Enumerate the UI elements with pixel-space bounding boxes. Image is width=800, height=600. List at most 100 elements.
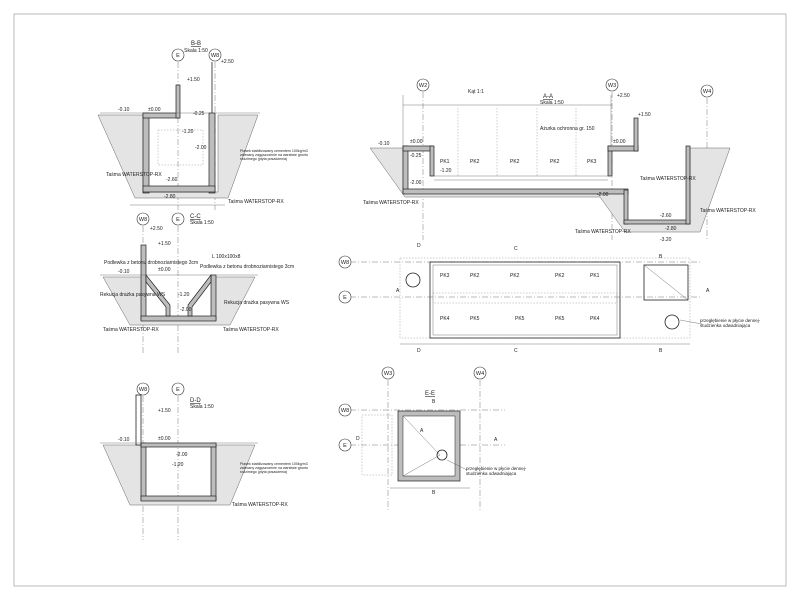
soil-note: Piasek stabilizowany cementem 100kg/m3 z… bbox=[240, 462, 309, 474]
section-marker-b: B bbox=[659, 254, 663, 260]
level-mark: -0.25 bbox=[193, 111, 205, 117]
level-mark: -1.20 bbox=[178, 292, 190, 298]
axis-e-label: E bbox=[343, 295, 347, 301]
wall bbox=[210, 274, 217, 321]
section-marker-d: D bbox=[356, 436, 360, 442]
level-mark: -2.00 bbox=[176, 452, 188, 458]
section-dd-title: D-D bbox=[190, 398, 201, 404]
panel-label: PK3 bbox=[587, 159, 597, 165]
section-cc: C-C Skala 1:50 W8 E +1.50 +2.50 -0.10 ±0… bbox=[100, 212, 294, 355]
rebar-note: Rekucja drażka pasywna WS bbox=[224, 300, 290, 306]
angle-note: L 100x100x8 bbox=[212, 254, 241, 260]
grout-note: Podlewka z betonu drobnoziarnistego 3cm bbox=[104, 260, 198, 266]
level-mark: +1.50 bbox=[638, 112, 651, 118]
section-ee: E-E W3 W4 W8 E A A B B D przegłębienie w… bbox=[338, 366, 527, 510]
panel-label: PK4 bbox=[440, 316, 450, 322]
panel-label: PK2 bbox=[555, 273, 565, 279]
sloped-wall bbox=[145, 274, 171, 317]
waterstop-note: Taśma WATERSTOP-RX bbox=[575, 229, 631, 235]
level-mark: -1.20 bbox=[182, 129, 194, 135]
grout-note: Podlewka z betonu drobnoziarnistego 3cm bbox=[200, 264, 294, 270]
section-aa-title: A-A bbox=[543, 94, 553, 100]
level-mark: ±0.00 bbox=[410, 139, 423, 145]
axis-e-label: E bbox=[176, 53, 180, 59]
axis-e-bubble bbox=[171, 48, 185, 62]
level-mark: -2.80 bbox=[665, 226, 677, 232]
rebar-note: Rekucja drażka pasywna WS bbox=[100, 292, 166, 298]
soil-note: Piasek stabilizowany cementem 100kg/m3 z… bbox=[240, 149, 309, 161]
axis-w4-label: W4 bbox=[476, 371, 484, 377]
section-cc-scale: Skala 1:50 bbox=[190, 220, 214, 226]
bottom-slab bbox=[140, 315, 217, 322]
waterstop-note: Taśma WATERSTOP-RX bbox=[223, 327, 279, 333]
top-slab bbox=[142, 112, 180, 119]
level-mark: ±0.00 bbox=[158, 436, 171, 442]
level-mark: ±0.00 bbox=[148, 107, 161, 113]
level-mark: ±0.00 bbox=[613, 139, 626, 145]
drain-circle bbox=[405, 272, 421, 288]
sump-note: przegłębienie w płycie dennej- studzienk… bbox=[700, 318, 761, 328]
level-mark: +2.50 bbox=[150, 226, 163, 232]
axis-w3-label: W3 bbox=[384, 371, 392, 377]
level-mark: -0.10 bbox=[118, 107, 130, 113]
waterstop-note: Taśma WATERSTOP-RX bbox=[106, 172, 162, 178]
waterstop-note: Taśma WATERSTOP-RX bbox=[103, 327, 159, 333]
axis-e-label: E bbox=[343, 443, 347, 449]
level-mark: -2.00 bbox=[180, 307, 192, 313]
level-mark: -2.60 bbox=[166, 177, 178, 183]
axis-w8-label: W8 bbox=[211, 53, 219, 59]
section-marker-a: A bbox=[494, 437, 498, 443]
level-mark: -2.00 bbox=[410, 180, 422, 186]
level-mark: -0.10 bbox=[118, 437, 130, 443]
level-mark: -0.10 bbox=[378, 141, 390, 147]
axis-w2-label: W2 bbox=[419, 83, 427, 89]
section-dd: D-D Skala 1:50 W8 E +1.50 -0.10 ±0.00 -1… bbox=[100, 382, 309, 540]
section-cc-title: C-C bbox=[190, 214, 201, 220]
bottom-slab bbox=[402, 188, 629, 195]
level-mark: +1.50 bbox=[158, 408, 171, 414]
section-marker-b: B bbox=[659, 348, 663, 354]
section-marker-c: C bbox=[514, 246, 518, 252]
sloped-wall bbox=[187, 273, 212, 317]
section-marker-d: D bbox=[417, 243, 421, 249]
panel-label: PK3 bbox=[440, 273, 450, 279]
section-marker-a: A bbox=[420, 428, 424, 434]
waterstop-note: Taśma WATERSTOP-RX bbox=[700, 208, 756, 214]
parapet-wall bbox=[633, 117, 639, 152]
sump-circle bbox=[664, 314, 680, 330]
waterstop-note: Taśma WATERSTOP-RX bbox=[363, 200, 419, 206]
sump-note: przegłębienie w płycie dennej- studzienk… bbox=[466, 466, 527, 476]
wall bbox=[208, 112, 216, 194]
section-dd-scale: Skala 1:50 bbox=[190, 404, 214, 410]
panel-label: PK5 bbox=[555, 316, 565, 322]
panel-label: PK2 bbox=[510, 159, 520, 165]
section-marker-a: A bbox=[396, 288, 400, 294]
panel-label: PK5 bbox=[515, 316, 525, 322]
panel-label: PK1 bbox=[440, 159, 450, 165]
wall bbox=[142, 112, 150, 194]
panel-label: PK5 bbox=[470, 316, 480, 322]
grate-note: Ażurka ochronna gr. 150 bbox=[540, 126, 595, 132]
section-marker-b: B bbox=[432, 399, 436, 405]
level-mark: -3.20 bbox=[660, 237, 672, 243]
section-bb-scale: Skala 1:50 bbox=[184, 48, 208, 54]
slope-note: Kąt 1:1 bbox=[468, 89, 484, 95]
plan-view: W8 E PK3 PK2 PK2 PK2 PK1 PK4 PK5 PK5 PK5… bbox=[338, 243, 761, 354]
sheet-frame bbox=[13, 13, 787, 587]
panel-label: PK4 bbox=[590, 316, 600, 322]
axis-w8-label: W8 bbox=[341, 408, 349, 414]
section-bb-title: B-B bbox=[191, 41, 201, 47]
axis-e-label: E bbox=[176, 387, 180, 393]
axis-e-label: E bbox=[176, 217, 180, 223]
level-mark: -0.10 bbox=[118, 269, 130, 275]
wall bbox=[140, 244, 147, 321]
parapet-wall bbox=[175, 84, 181, 119]
level-mark: +1.50 bbox=[158, 241, 171, 247]
level-mark: -1.20 bbox=[440, 168, 452, 174]
axis-w8-label: W8 bbox=[341, 260, 349, 266]
section-aa-scale: Skala 1:50 bbox=[540, 100, 564, 106]
axis-w8-label: W8 bbox=[139, 217, 147, 223]
sump-circle bbox=[436, 449, 448, 461]
panel-label: PK1 bbox=[590, 273, 600, 279]
